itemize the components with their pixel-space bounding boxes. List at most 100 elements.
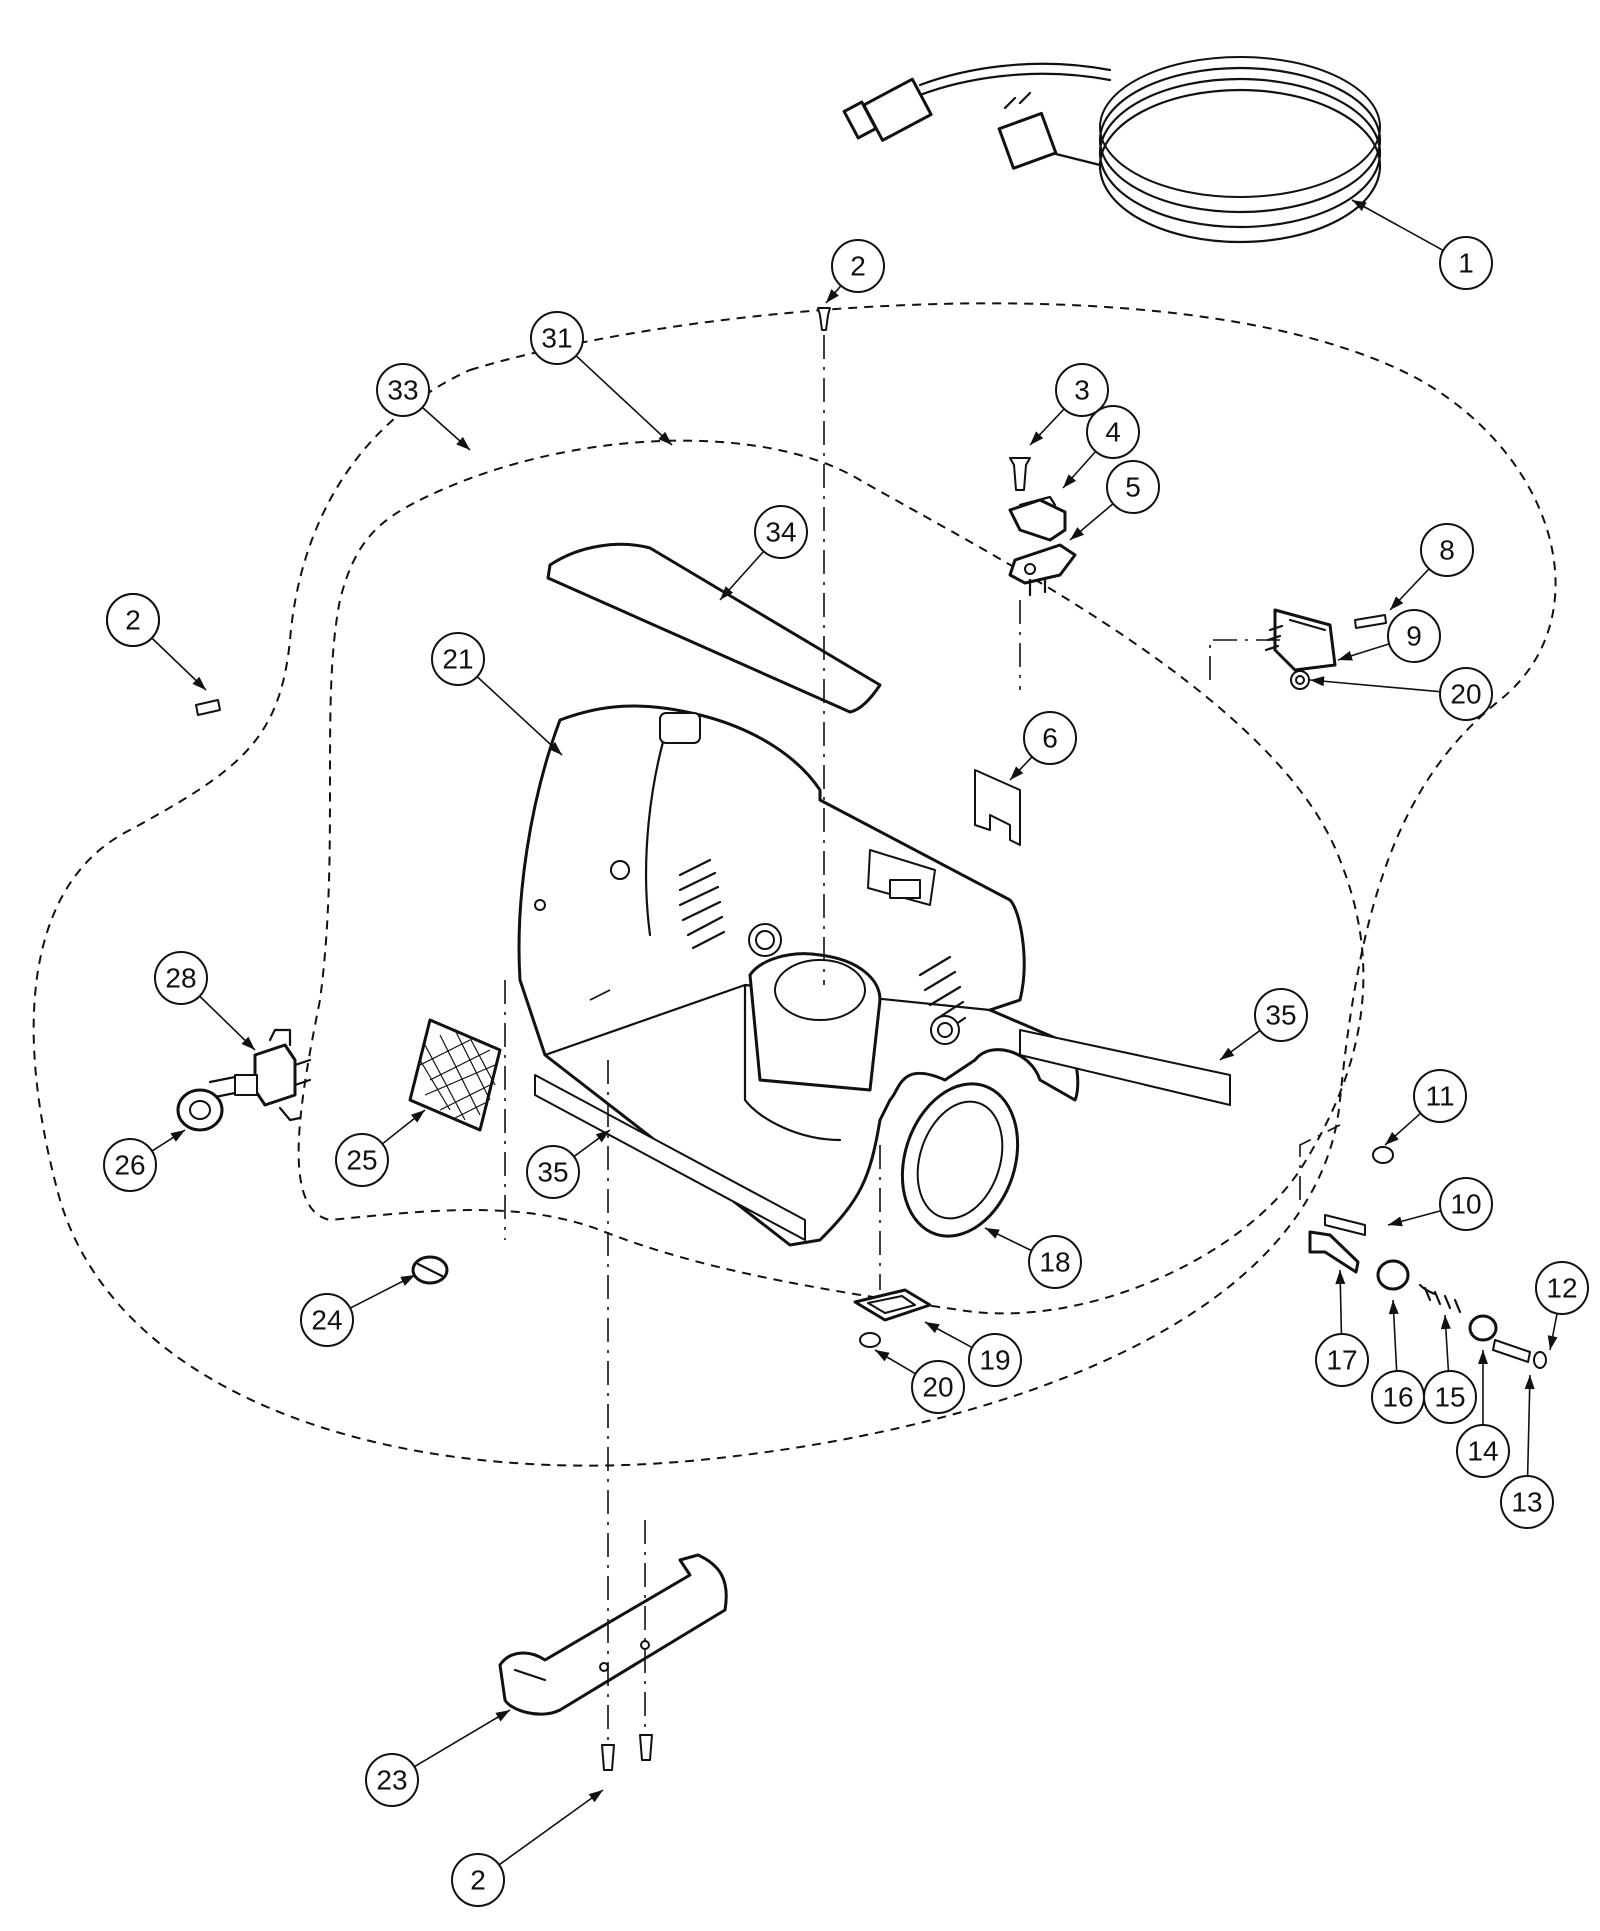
leader-arrowhead-12 xyxy=(1547,1335,1558,1350)
callout-label-20: 20 xyxy=(922,1372,953,1403)
small-gasket xyxy=(853,1288,932,1348)
callout-label-31: 31 xyxy=(541,323,572,354)
screw-3 xyxy=(1009,457,1031,491)
callout-circle-18 xyxy=(1028,1235,1082,1289)
callout-label-9: 9 xyxy=(1406,621,1422,652)
callout-circle-8 xyxy=(1420,523,1474,577)
callout-circle-19 xyxy=(968,1333,1022,1387)
hose-fitting-hardware xyxy=(1308,1146,1547,1369)
leader-arrowhead-11 xyxy=(1385,1131,1399,1145)
callout-label-33: 33 xyxy=(387,375,418,406)
callout-circle-20 xyxy=(1439,667,1493,721)
leader-line-20 xyxy=(1309,679,1441,693)
callout-circle-21 xyxy=(431,632,485,686)
leader-arrowhead-10 xyxy=(1388,1216,1403,1227)
screw-2-top xyxy=(817,307,831,331)
outlet-assembly xyxy=(1008,495,1077,597)
callout-circle-12 xyxy=(1535,1261,1589,1315)
callout-circle-20 xyxy=(911,1360,965,1414)
leader-arrowhead-5 xyxy=(1070,527,1084,540)
leader-arrowhead-4 xyxy=(1063,474,1077,488)
leader-line-1 xyxy=(1351,199,1444,252)
callout-label-4: 4 xyxy=(1105,417,1121,448)
screw-2-bottom-a xyxy=(601,1744,615,1771)
callout-label-24: 24 xyxy=(311,1305,342,1336)
leader-arrowhead-2 xyxy=(826,289,839,303)
callout-label-13: 13 xyxy=(1511,1487,1542,1518)
leader-arrowhead-28 xyxy=(241,1036,255,1050)
callout-circle-24 xyxy=(300,1293,354,1347)
callout-label-5: 5 xyxy=(1125,472,1141,503)
leader-arrowhead-16 xyxy=(1388,1300,1399,1315)
leader-arrowhead-25 xyxy=(410,1110,425,1123)
callout-layer: 1222345689203133342128262535351110121716… xyxy=(103,199,1589,1907)
pressure-switch xyxy=(208,1028,312,1122)
cover-rib-part xyxy=(546,542,882,714)
callout-circle-26 xyxy=(103,1138,157,1192)
leader-arrowhead-1 xyxy=(1352,200,1367,212)
filter-screen xyxy=(408,1018,502,1132)
callout-label-1: 1 xyxy=(1458,248,1474,279)
grommet-26 xyxy=(176,1088,224,1132)
leader-arrowhead-6 xyxy=(1010,766,1024,780)
callout-circle-15 xyxy=(1423,1370,1477,1424)
mounting-bracket xyxy=(498,1553,728,1716)
callout-circle-35 xyxy=(526,1145,580,1199)
callout-circle-6 xyxy=(1023,711,1077,765)
kit-boundary-31 xyxy=(297,439,1365,1315)
leader-line-2 xyxy=(498,1789,604,1866)
leader-line-23 xyxy=(413,1709,511,1768)
screw-2-bottom-b xyxy=(639,1734,653,1761)
power-cord xyxy=(842,56,1382,244)
leader-arrowhead-33 xyxy=(456,436,470,450)
leader-arrowhead-2 xyxy=(588,1790,603,1803)
callout-label-12: 12 xyxy=(1546,1273,1577,1304)
motor-shroud xyxy=(517,704,1080,1247)
callout-label-17: 17 xyxy=(1326,1345,1357,1376)
callout-circle-10 xyxy=(1439,1177,1493,1231)
plug-24 xyxy=(411,1255,449,1285)
leader-arrowhead-31 xyxy=(658,431,672,445)
callout-circle-5 xyxy=(1106,460,1160,514)
trim-strip-left xyxy=(534,1074,806,1241)
leader-arrowhead-26 xyxy=(170,1130,185,1142)
callout-label-23: 23 xyxy=(376,1765,407,1796)
callout-circle-2 xyxy=(106,593,160,647)
leader-arrowhead-24 xyxy=(400,1275,415,1286)
leader-arrowhead-23 xyxy=(495,1710,510,1722)
leader-arrowhead-2 xyxy=(192,676,206,690)
leader-arrowhead-17 xyxy=(1335,1270,1346,1285)
callout-circle-13 xyxy=(1500,1475,1554,1529)
cover-plate xyxy=(974,769,1021,846)
callout-circle-35 xyxy=(1254,988,1308,1042)
leader-arrowhead-20 xyxy=(1310,676,1325,687)
callout-label-3: 3 xyxy=(1074,375,1090,406)
leader-line-31 xyxy=(575,355,673,446)
leader-arrowhead-8 xyxy=(1390,596,1404,610)
callout-circle-1 xyxy=(1439,236,1493,290)
callout-label-15: 15 xyxy=(1434,1382,1465,1413)
leader-arrowhead-20 xyxy=(875,1350,890,1362)
gasket-ring xyxy=(900,1082,1020,1238)
callout-label-34: 34 xyxy=(765,517,796,548)
callout-circle-25 xyxy=(335,1133,389,1187)
alignment-lines xyxy=(504,335,1341,1740)
callout-circle-11 xyxy=(1413,1069,1467,1123)
callout-label-20: 20 xyxy=(1450,679,1481,710)
leader-arrowhead-19 xyxy=(925,1322,940,1334)
callout-circle-23 xyxy=(365,1753,419,1807)
leader-arrowhead-15 xyxy=(1440,1315,1451,1330)
callout-label-11: 11 xyxy=(1425,1081,1454,1112)
callout-circle-33 xyxy=(376,363,430,417)
callout-circle-28 xyxy=(154,951,208,1005)
callout-circle-31 xyxy=(530,311,584,365)
leader-line-13 xyxy=(1526,1374,1531,1477)
callout-label-10: 10 xyxy=(1450,1189,1481,1220)
rocker-switch xyxy=(1264,608,1387,690)
callout-circle-17 xyxy=(1315,1333,1369,1387)
callout-label-16: 16 xyxy=(1382,1382,1413,1413)
callout-circle-3 xyxy=(1055,363,1109,417)
callout-label-28: 28 xyxy=(165,963,196,994)
callout-label-19: 19 xyxy=(979,1345,1010,1376)
